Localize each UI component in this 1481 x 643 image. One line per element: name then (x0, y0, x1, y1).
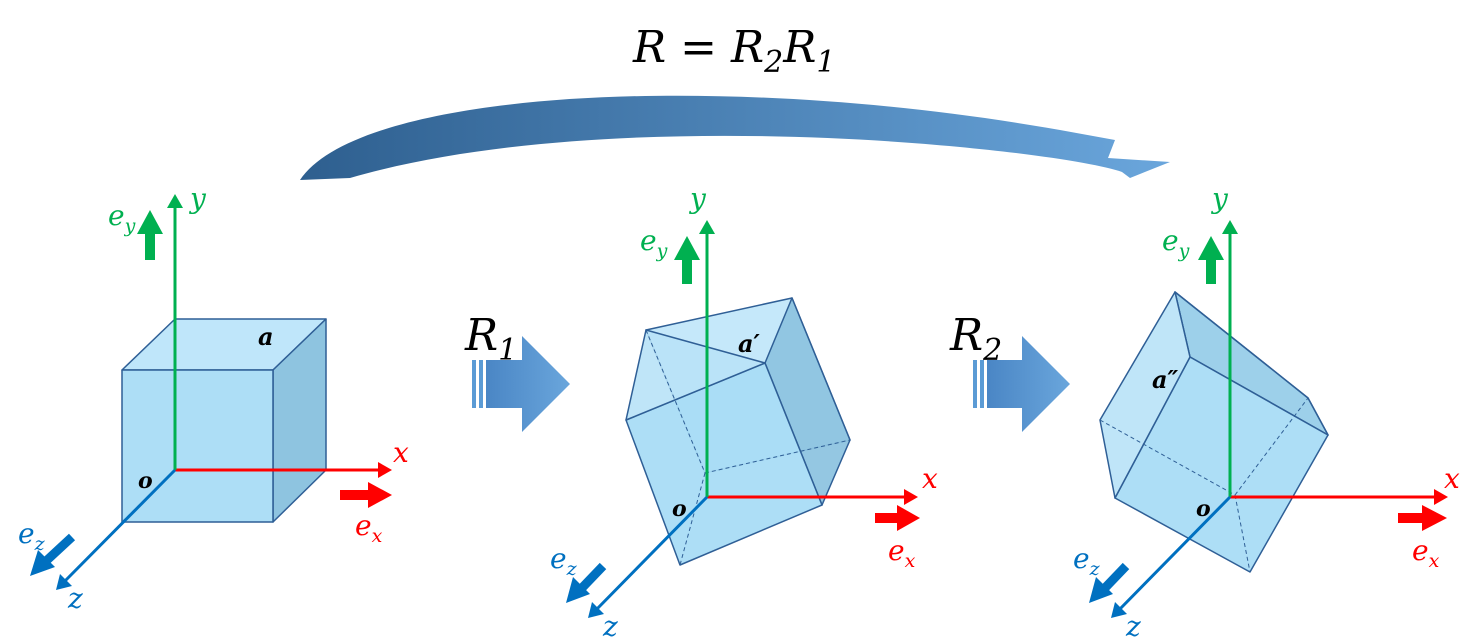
composition-formula: R = R2R1 (632, 22, 835, 80)
x-axis-arrowhead (904, 489, 918, 505)
cube-hidden-edge (704, 439, 851, 474)
ey-label: ey (640, 224, 668, 262)
ez-vector-head (566, 577, 590, 603)
ey-vector-head (137, 210, 163, 234)
ey-vector (1206, 258, 1216, 284)
ex-vector-head (368, 482, 392, 508)
ey-label: ey (108, 199, 136, 237)
ex-vector (340, 490, 370, 500)
y-axis-arrowhead (167, 194, 183, 208)
z-axis-label: z (602, 610, 618, 643)
vector-a-double-prime-label: a″ (1152, 365, 1179, 394)
ez-vector (41, 533, 76, 566)
z-axis-arrowhead (588, 602, 604, 618)
ey-label: ey (1162, 224, 1190, 262)
ex-label: ex (355, 509, 383, 547)
ex-vector-head (897, 505, 920, 531)
block-arrow-stripe (980, 360, 984, 408)
ey-vector-head (1198, 236, 1224, 260)
ex-vector-head (1422, 505, 1447, 531)
z-axis (60, 468, 177, 586)
z-axis-label: z (67, 582, 83, 615)
origin-label: o (1196, 496, 1211, 522)
ex-label: ex (888, 534, 916, 572)
curved-composition-arrow (300, 95, 1170, 180)
ez-vector (1099, 562, 1130, 594)
cube-hidden-edge (679, 472, 706, 566)
block-arrow-stripe (479, 360, 483, 408)
ex-vector (1398, 513, 1423, 523)
cube-left-face (1099, 291, 1191, 499)
x-axis-label: x (393, 436, 409, 469)
block-arrow (486, 336, 570, 432)
ez-label: ez (550, 542, 578, 580)
z-axis-label: z (1125, 610, 1141, 643)
ez-label: ez (18, 517, 46, 555)
origin-label: o (672, 496, 687, 522)
ex-vector (875, 513, 900, 523)
y-axis-arrowhead (1222, 220, 1238, 234)
x-axis-arrowhead (378, 462, 392, 478)
z-axis (592, 495, 709, 614)
y-axis-arrowhead (699, 220, 715, 234)
cube-hidden-edge (1234, 494, 1251, 573)
z-axis (1115, 495, 1232, 614)
block-arrow (987, 336, 1070, 432)
z-axis-arrowhead (56, 574, 72, 590)
x-axis-arrowhead (1434, 489, 1448, 505)
x-axis-label: x (1444, 462, 1460, 495)
cube-hidden-edge (1234, 397, 1309, 496)
y-axis-label: y (1210, 182, 1229, 215)
r1-label: R1 (464, 310, 517, 368)
block-arrow-stripe (472, 360, 476, 408)
origin-label: o (138, 468, 153, 494)
r2-label: R2 (949, 310, 1002, 368)
vector-a-label: a (258, 322, 274, 351)
transition-r1: R1 (464, 310, 570, 432)
transition-r2: R2 (949, 310, 1070, 432)
ey-vector-head (674, 236, 700, 260)
vector-a-prime-label: a′ (738, 329, 761, 358)
cube-hidden-edge (1099, 419, 1236, 496)
ey-vector (145, 232, 155, 260)
y-axis-label: y (188, 182, 207, 215)
ez-vector-head (30, 550, 55, 576)
x-axis-label: x (922, 462, 938, 495)
ex-label: ex (1412, 534, 1440, 572)
ez-vector (576, 562, 607, 594)
panel-original: x y z ex ey ez o a (18, 182, 409, 615)
panel-rotated-once: x y z ex ey ez o a′ (550, 182, 938, 643)
ey-vector (682, 258, 692, 284)
panel-rotated-twice: x y z ex ey ez o a″ (1073, 182, 1460, 643)
cube-hidden-edge (645, 329, 706, 474)
y-axis-label: y (688, 182, 707, 215)
block-arrow-stripe (973, 360, 977, 408)
z-axis-arrowhead (1111, 602, 1127, 618)
ez-vector-head (1089, 577, 1113, 603)
ez-label: ez (1073, 542, 1101, 580)
